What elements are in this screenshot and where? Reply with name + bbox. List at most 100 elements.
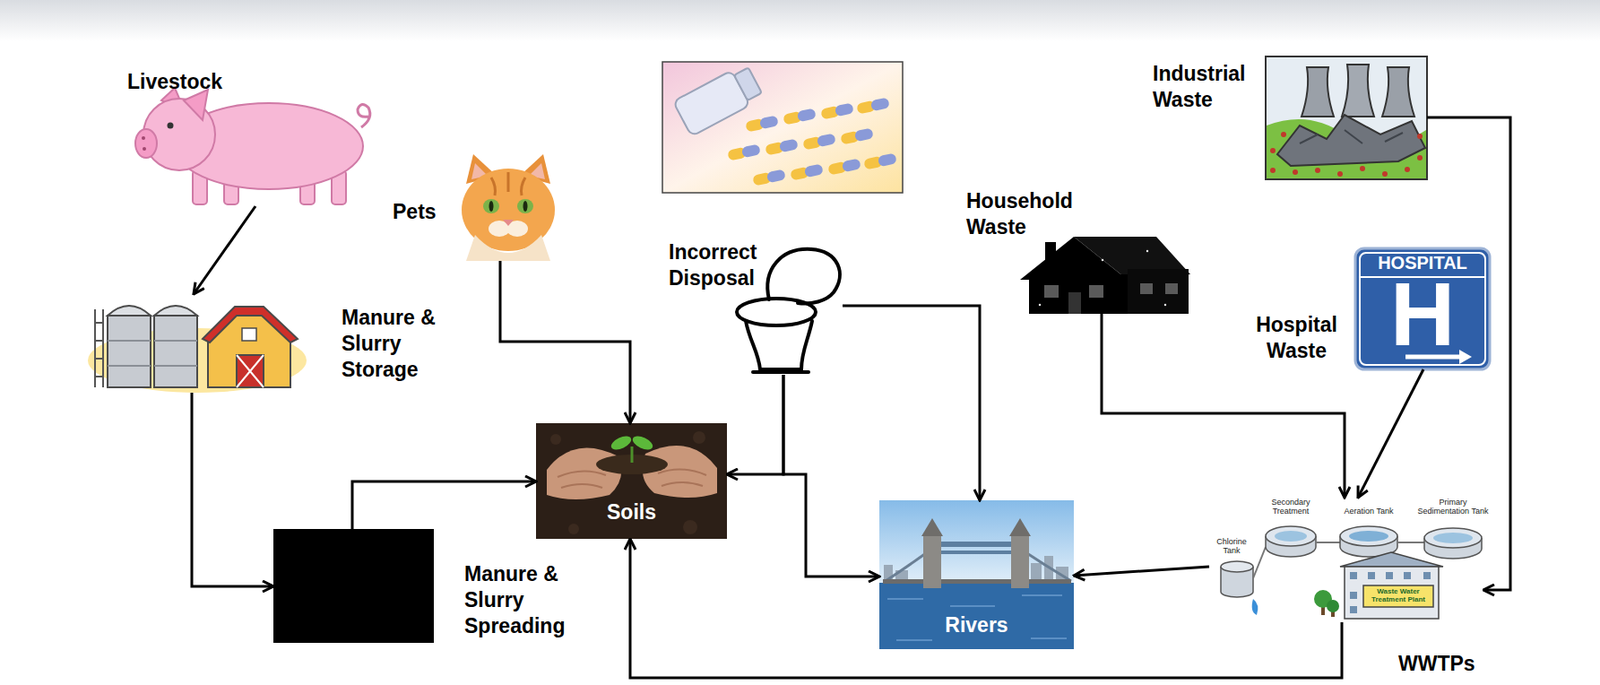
factory-picture [1314,167,1321,173]
soil-picture [546,447,622,500]
pig-picture [135,87,371,205]
pig-picture [167,122,174,130]
house-picture [1089,285,1104,298]
toilet-picture [752,370,809,374]
node-label: Soils [536,499,727,526]
storage-picture [242,328,257,341]
treatment-plant-picture [1344,566,1439,619]
pills-picture [766,168,787,183]
pig-picture [142,147,147,151]
soil-picture [631,432,656,452]
pills-picture [841,157,862,173]
node-label: Manure & Slurry Storage [341,304,459,382]
treatment-plant-picture [1385,571,1393,580]
cat-picture [489,200,494,212]
factory-picture [1299,129,1403,144]
pills-picture [673,62,765,137]
factory-picture [1417,133,1423,139]
river-picture [941,541,1012,547]
toilet-picture [767,249,840,304]
flow-arrow [352,481,537,529]
node-label: Hospital Waste [1245,311,1349,364]
cat-picture [483,198,500,214]
treatment-plant-picture [1340,552,1444,567]
node-label: Livestock [127,69,253,96]
soil-picture [609,432,634,452]
pills-picture [816,132,837,148]
storage-node: Manure & Slurry Storage [86,294,306,393]
part-label: Chlorine Tank [1211,537,1252,556]
pills-picture [734,67,762,101]
hospital-sign [1459,349,1472,364]
pills-picture [827,157,862,175]
treatment-plant-picture [1423,571,1431,580]
pills-picture [752,168,787,186]
treatment-plant-picture [1340,526,1398,546]
house-picture [1146,250,1149,252]
river-picture [879,582,1074,649]
river-picture [923,536,942,589]
pills-picture [804,163,824,178]
pills-picture [796,107,817,122]
part-label: Secondary Treatment [1265,498,1316,517]
treatment-plant-picture [1349,571,1358,580]
treatment-plant-picture [1349,605,1358,614]
pills-picture [820,102,855,120]
pills-picture [870,96,891,112]
cat-picture [517,198,534,214]
storage-picture [107,305,151,316]
factory-picture [1341,64,1375,117]
cat-picture [466,234,551,261]
pig-picture [357,103,371,128]
pig-picture [141,136,146,140]
hospital-sign [1355,248,1490,370]
connector-group [191,117,1511,678]
storage-picture [202,306,298,343]
storage-picture [107,315,151,388]
storage-picture [95,339,104,342]
flow-arrow [1073,566,1210,576]
treatment-plant-picture [1220,561,1254,572]
river-picture [941,550,1012,554]
factory-picture [1382,171,1388,177]
pills-picture [662,61,903,193]
factory-picture [1404,166,1410,173]
river-picture [879,500,1074,649]
factory-picture [1417,155,1423,161]
soil-picture [568,523,580,535]
spreading-picture [273,528,434,643]
node-label: Pets [392,198,445,225]
flow-arrow [842,305,980,501]
house-picture [1038,303,1041,306]
river-picture [1009,518,1031,537]
treatment-plant-picture [1326,599,1340,613]
river-picture [921,518,943,537]
node-label: Industrial Waste [1152,60,1261,113]
treatment-plant-picture [1209,526,1482,619]
treatment-plant-picture [1253,546,1266,579]
storage-picture [107,339,151,342]
pills-picture [839,127,874,145]
node-label: Incorrect Disposal [668,239,770,292]
soil-picture [550,433,562,445]
industrial-node: Industrial Waste [1265,56,1428,180]
storage-picture [95,375,104,378]
house-picture [1127,268,1189,314]
treatment-plant-picture [1274,530,1307,542]
part-label: Aeration Tank [1339,507,1399,517]
flow-arrow [726,374,784,475]
top-band [0,0,1600,42]
factory-picture [1280,131,1287,138]
node-label: Rivers [879,612,1074,639]
house-picture [1165,283,1178,295]
soil-picture [631,446,634,463]
house-picture [1029,274,1128,314]
factory-picture [1265,56,1428,180]
factory-picture [1337,171,1343,177]
storage-picture [236,354,264,388]
node-label: Manure & Slurry Spreading [464,561,581,639]
pills-picture [854,127,874,142]
